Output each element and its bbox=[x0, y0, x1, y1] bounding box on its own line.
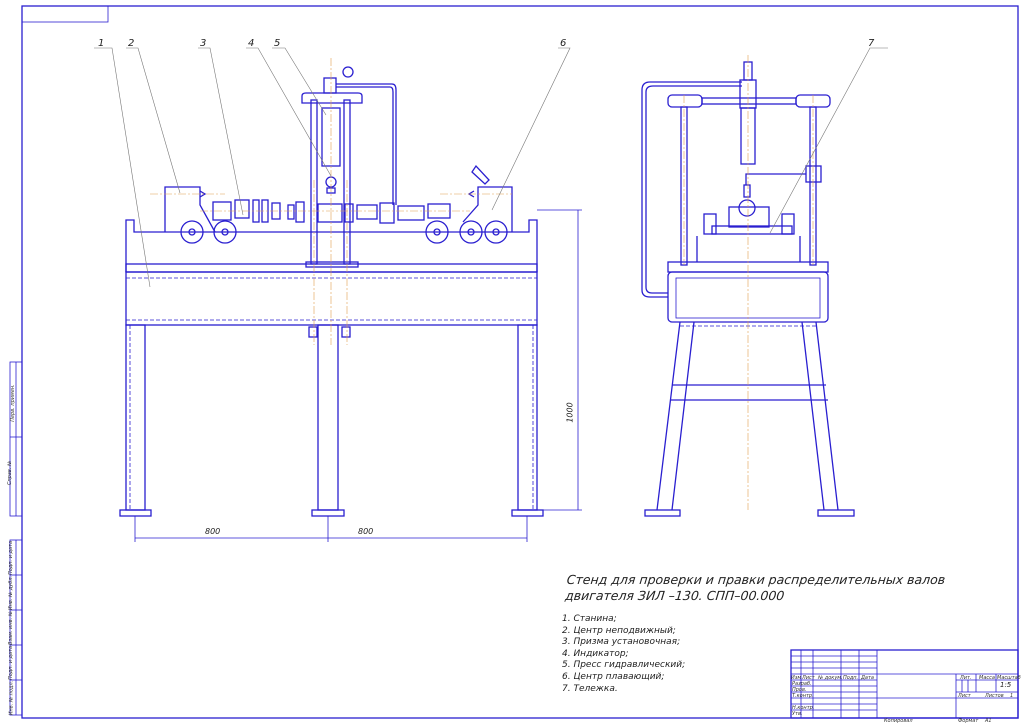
tb-header: Изм bbox=[791, 675, 802, 681]
tb-row: Н.контр. bbox=[792, 705, 815, 711]
tb-header: Подп. bbox=[843, 675, 859, 681]
part-item: 4. Индикатор; bbox=[562, 648, 629, 659]
sheet-border bbox=[21, 5, 1019, 719]
stamp-label: Инв. № подл. bbox=[8, 680, 15, 716]
parts-list: 1. Станина; 2. Центр неподвижный; 3. При… bbox=[562, 614, 685, 695]
stamp-label: Инв. № дубл. bbox=[8, 575, 15, 611]
front-view bbox=[94, 47, 582, 542]
part-item: 7. Тележка. bbox=[562, 683, 618, 694]
tb-scale-label: Масштаб bbox=[997, 675, 1021, 681]
title-block bbox=[790, 649, 1019, 719]
tb-header: Лист bbox=[802, 675, 815, 681]
title-line-1: Стенд для проверки и правки распределите… bbox=[566, 572, 947, 587]
dimension-right-800: 800 bbox=[358, 527, 374, 536]
dimension-left-800: 800 bbox=[205, 527, 221, 536]
part-item: 3. Призма установочная; bbox=[562, 637, 681, 648]
callout-7: 7 bbox=[868, 38, 875, 49]
title-line-2: двигателя ЗИЛ –130. СПП–00.000 bbox=[564, 588, 786, 603]
part-item: 1. Станина; bbox=[562, 614, 617, 624]
callout-4: 4 bbox=[248, 38, 255, 49]
tb-header: № докум. bbox=[818, 675, 843, 681]
drawing-title: Стенд для проверки и правки распределите… bbox=[564, 572, 946, 604]
tb-copied: Копировал bbox=[884, 718, 913, 724]
callout-2: 2 bbox=[128, 38, 135, 49]
part-item: 5. Пресс гидравлический; bbox=[562, 660, 686, 671]
stamp-label: Перв. примен. bbox=[9, 384, 16, 422]
part-item: 2. Центр неподвижный; bbox=[562, 625, 676, 636]
stamp-label: Подп. и дата bbox=[8, 645, 15, 681]
tb-format: A1 bbox=[985, 718, 992, 724]
tb-sheet: Лист bbox=[958, 693, 971, 699]
callout-5: 5 bbox=[274, 38, 281, 49]
side-view bbox=[641, 47, 888, 517]
tb-header: Дата bbox=[861, 675, 874, 681]
tb-sheets: 1 bbox=[1010, 693, 1014, 699]
tb-sheets-label: Листов bbox=[985, 693, 1004, 699]
tb-row: Т.контр. bbox=[792, 693, 814, 699]
tb-format-label: Формат bbox=[958, 718, 979, 724]
stamp-label: Взам. инв. № bbox=[7, 611, 14, 645]
tb-row: Разраб. bbox=[792, 681, 812, 687]
stamp-label: Подп. и дата bbox=[8, 540, 15, 576]
callout-3: 3 bbox=[200, 38, 207, 49]
stamp-label: Справ. № bbox=[7, 460, 14, 486]
tb-scale: 1:5 bbox=[1000, 681, 1012, 689]
callout-1: 1 bbox=[98, 38, 105, 49]
tb-row: Утв. bbox=[792, 711, 803, 717]
side-stamp bbox=[9, 361, 23, 716]
callout-6: 6 bbox=[560, 38, 567, 49]
top-stamp bbox=[21, 5, 109, 23]
tb-row: Пров. bbox=[792, 687, 807, 693]
tb-lit: Лит. bbox=[960, 675, 972, 681]
dimension-height-1000: 1000 bbox=[565, 402, 575, 423]
tb-mass: Масса bbox=[979, 675, 995, 681]
part-item: 6. Центр плавающий; bbox=[562, 671, 665, 682]
